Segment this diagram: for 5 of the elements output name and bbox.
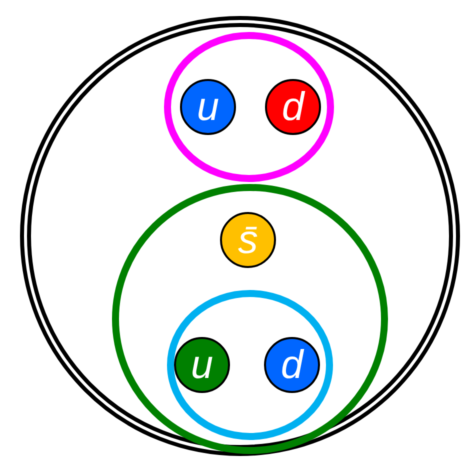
quark-symbol: d <box>280 345 304 385</box>
quark-symbol: u <box>190 345 214 385</box>
quark-symbol: s̄ <box>238 220 258 260</box>
quark-symbol: d <box>282 87 304 127</box>
quark-symbol: u <box>196 87 220 127</box>
